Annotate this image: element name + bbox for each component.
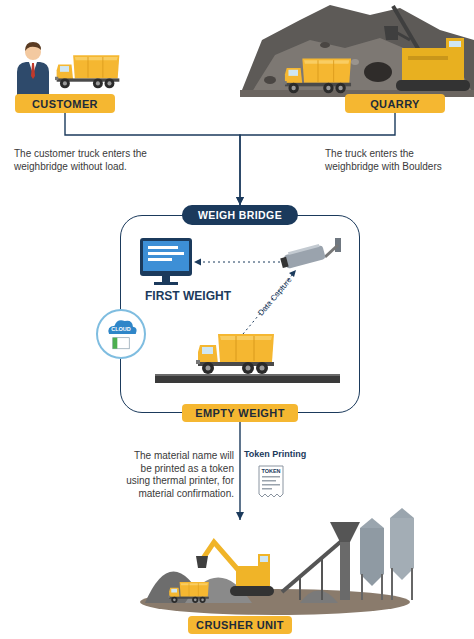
node-title: EMPTY WEIGHT bbox=[195, 407, 285, 419]
cloud-circle: CLOUD bbox=[96, 309, 146, 359]
node-title: CUSTOMER bbox=[32, 98, 98, 110]
flow-arrow bbox=[240, 113, 395, 205]
customer-truck bbox=[55, 55, 119, 88]
label-pill: CUSTOMER bbox=[15, 94, 115, 113]
node-title: QUARRY bbox=[370, 98, 420, 110]
id-card-stripe bbox=[113, 338, 118, 349]
id-card bbox=[113, 338, 130, 349]
weighbridge-box: WEIGH BRIDGECLOUDEMPTY WEIGHT bbox=[120, 205, 360, 422]
node-title: CRUSHER UNIT bbox=[188, 616, 292, 634]
crusher-unit-group: CRUSHER UNIT bbox=[140, 520, 340, 636]
customer-person bbox=[17, 42, 49, 95]
camera-icon bbox=[279, 238, 341, 270]
cloud-icon bbox=[98, 311, 144, 357]
label-pill: EMPTY WEIGHT bbox=[182, 404, 298, 422]
annotation-text: TOKEN bbox=[261, 468, 281, 474]
annotation-text: The truck enters the weighbridge with Bo… bbox=[325, 148, 465, 173]
weighbridge-outline bbox=[120, 215, 360, 413]
quarry-truck bbox=[283, 58, 351, 93]
monitor-icon bbox=[140, 238, 192, 285]
node-title: CLOUD bbox=[98, 325, 144, 333]
crusher-scene bbox=[140, 508, 414, 615]
annotation-text: FIRST WEIGHT bbox=[145, 289, 245, 303]
node-title: WEIGH BRIDGE bbox=[182, 205, 298, 225]
weighed-truck bbox=[196, 334, 274, 374]
flow-arrow bbox=[239, 422, 240, 520]
quarry-scene bbox=[240, 5, 474, 97]
label-pill: QUARRY bbox=[345, 94, 445, 113]
flow-arrow bbox=[65, 113, 240, 205]
annotation-text: The customer truck enters the weighbridg… bbox=[14, 148, 156, 173]
token-icon bbox=[259, 466, 283, 497]
crusher-truck bbox=[168, 582, 209, 603]
annotation-text: Token Printing bbox=[244, 449, 334, 459]
annotation-text: The material name will be printed as a t… bbox=[122, 450, 234, 500]
weighbridge-platform bbox=[155, 374, 340, 383]
annotation-text: Data Capture bbox=[249, 267, 301, 326]
